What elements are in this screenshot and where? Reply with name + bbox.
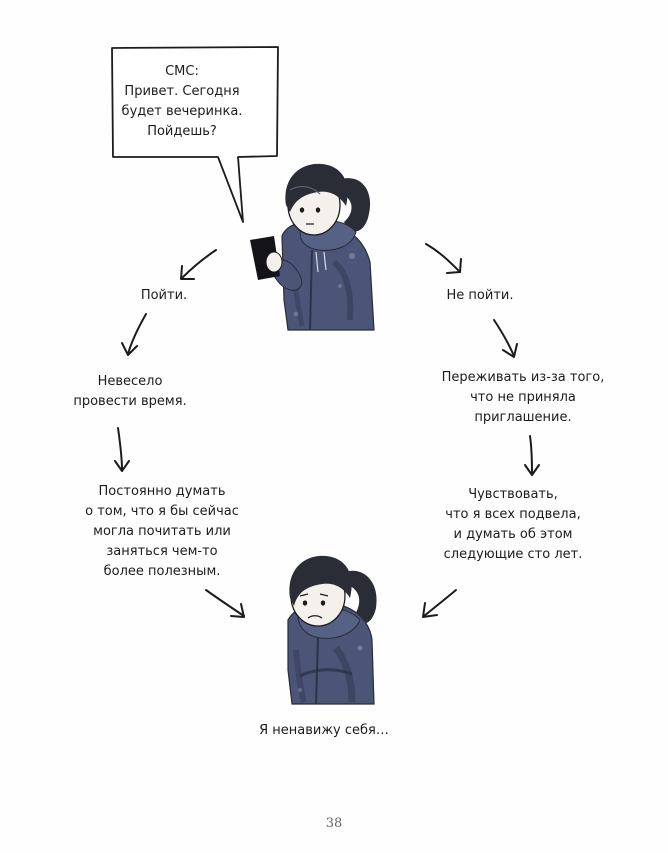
go-step-2: Постоянно думать о том, что я бы сейчас … (85, 484, 239, 579)
arrow-no-go-step1 (493, 319, 518, 358)
arrow-go-step2 (114, 427, 130, 472)
speech-bubble-text: СМС: Привет. Сегодня будет вечеринка. По… (121, 64, 243, 139)
no-go-step-2: Чувствовать, что я всех подвела, и думат… (443, 487, 583, 562)
girl-with-phone-illustration (250, 163, 375, 331)
sad-girl-illustration (287, 555, 377, 705)
no-go-step-1: Переживать из-за того, что не приняла пр… (441, 370, 605, 425)
arrow-to-no-go (425, 243, 462, 274)
go-step-1: Невесело провести время. (73, 374, 187, 409)
arrow-no-go-step2 (524, 435, 540, 476)
go-option-label: Пойти. (140, 288, 188, 303)
arrow-to-go (180, 249, 217, 280)
no-go-option-label: Не пойти. (446, 288, 514, 303)
arrow-go-to-outcome (205, 589, 245, 618)
outcome-label: Я ненавижу себя… (259, 723, 389, 738)
arrow-no-go-to-outcome (422, 589, 457, 618)
speech-bubble (111, 46, 279, 223)
arrow-go-step1 (121, 313, 147, 356)
page-number: 38 (325, 816, 343, 831)
